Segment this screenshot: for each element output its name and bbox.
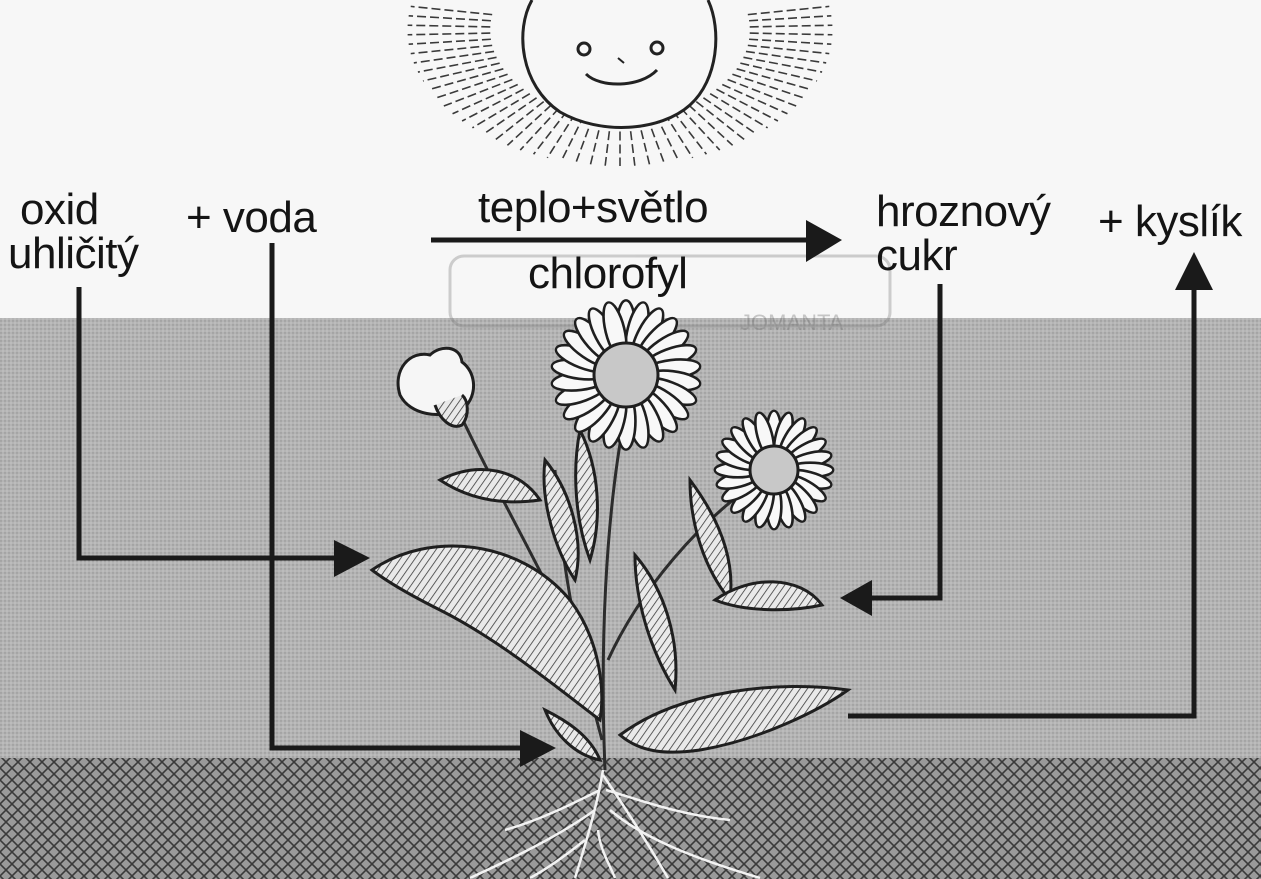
water-label: + voda	[186, 196, 316, 240]
co2-label-line1: oxid	[20, 188, 99, 232]
heat-light-label: teplo+světlo	[478, 186, 708, 230]
sun-icon	[408, 0, 833, 166]
glucose-label-line1: hroznový	[876, 190, 1051, 234]
co2-label-line2: uhličitý	[8, 232, 139, 276]
glucose-label-line2: cukr	[876, 234, 957, 278]
oxygen-label: + kyslík	[1098, 200, 1242, 244]
chlorophyll-label: chlorofyl	[528, 252, 687, 296]
stamp-text: JOMANTA	[740, 310, 844, 335]
oxygen-arrow-head	[1175, 252, 1213, 290]
